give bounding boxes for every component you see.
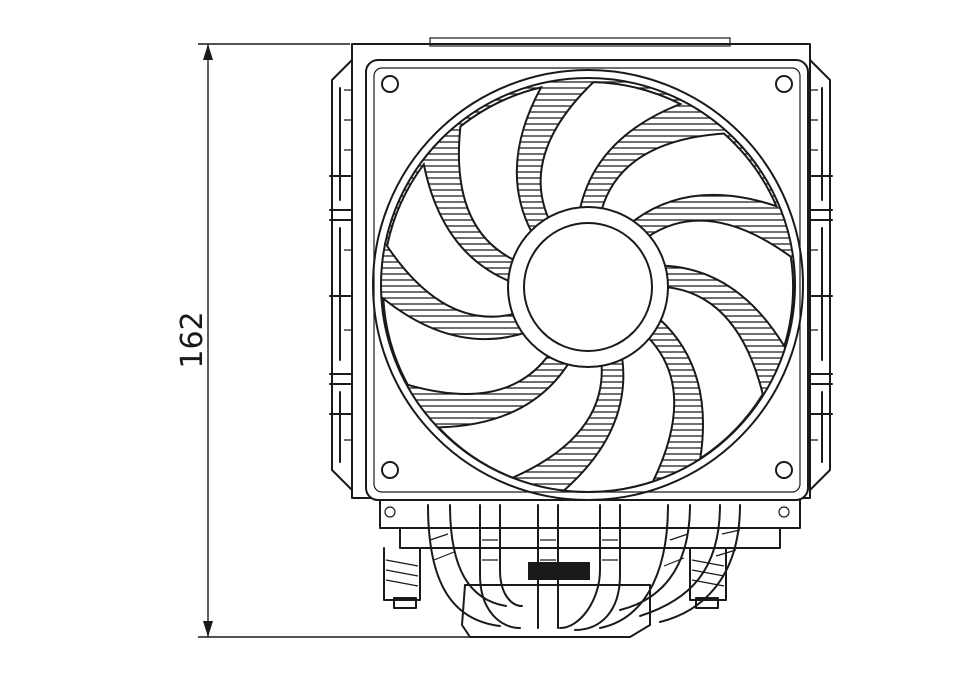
- heatpipes: [427, 504, 741, 631]
- fan-shroud: [372, 69, 804, 501]
- heatsink-top-cap: [429, 37, 731, 47]
- dimension-label: 162: [175, 311, 210, 368]
- left-mount-spring: [383, 547, 421, 609]
- fan-mount-holes: [381, 75, 793, 518]
- base-assembly: [379, 497, 801, 638]
- mount-hole-top-left: [381, 75, 399, 93]
- heatsink: [329, 37, 833, 499]
- mount-hole-lower-right: [778, 506, 790, 518]
- base-plate: [461, 584, 651, 638]
- dimension-arrow-bottom: [203, 621, 213, 637]
- right-mount-spring: [689, 547, 727, 609]
- fan-blade: [561, 335, 676, 494]
- lower-fin-stack: [379, 497, 801, 529]
- fan-hub: [523, 222, 653, 352]
- fan-blade: [600, 132, 779, 224]
- fan-blades: [382, 81, 795, 494]
- right-side-fins: [809, 59, 833, 491]
- fan-blade: [436, 361, 603, 479]
- fan-blade: [539, 81, 683, 221]
- dimension-arrow-top: [203, 44, 213, 60]
- fan-blade: [646, 219, 795, 349]
- fan-blade: [658, 285, 764, 461]
- mount-hole-top-right: [775, 75, 793, 93]
- fan-blade: [457, 85, 544, 262]
- height-dimension: 162: [175, 43, 470, 638]
- left-side-fins: [329, 59, 353, 491]
- mount-hole-lower-left: [384, 506, 396, 518]
- mount-bracket: [399, 527, 781, 549]
- fan-blade: [386, 161, 516, 318]
- mount-hole-bottom-left: [381, 461, 399, 479]
- fan: [365, 59, 809, 518]
- mount-hole-bottom-right: [775, 461, 793, 479]
- fan-blade: [382, 296, 551, 395]
